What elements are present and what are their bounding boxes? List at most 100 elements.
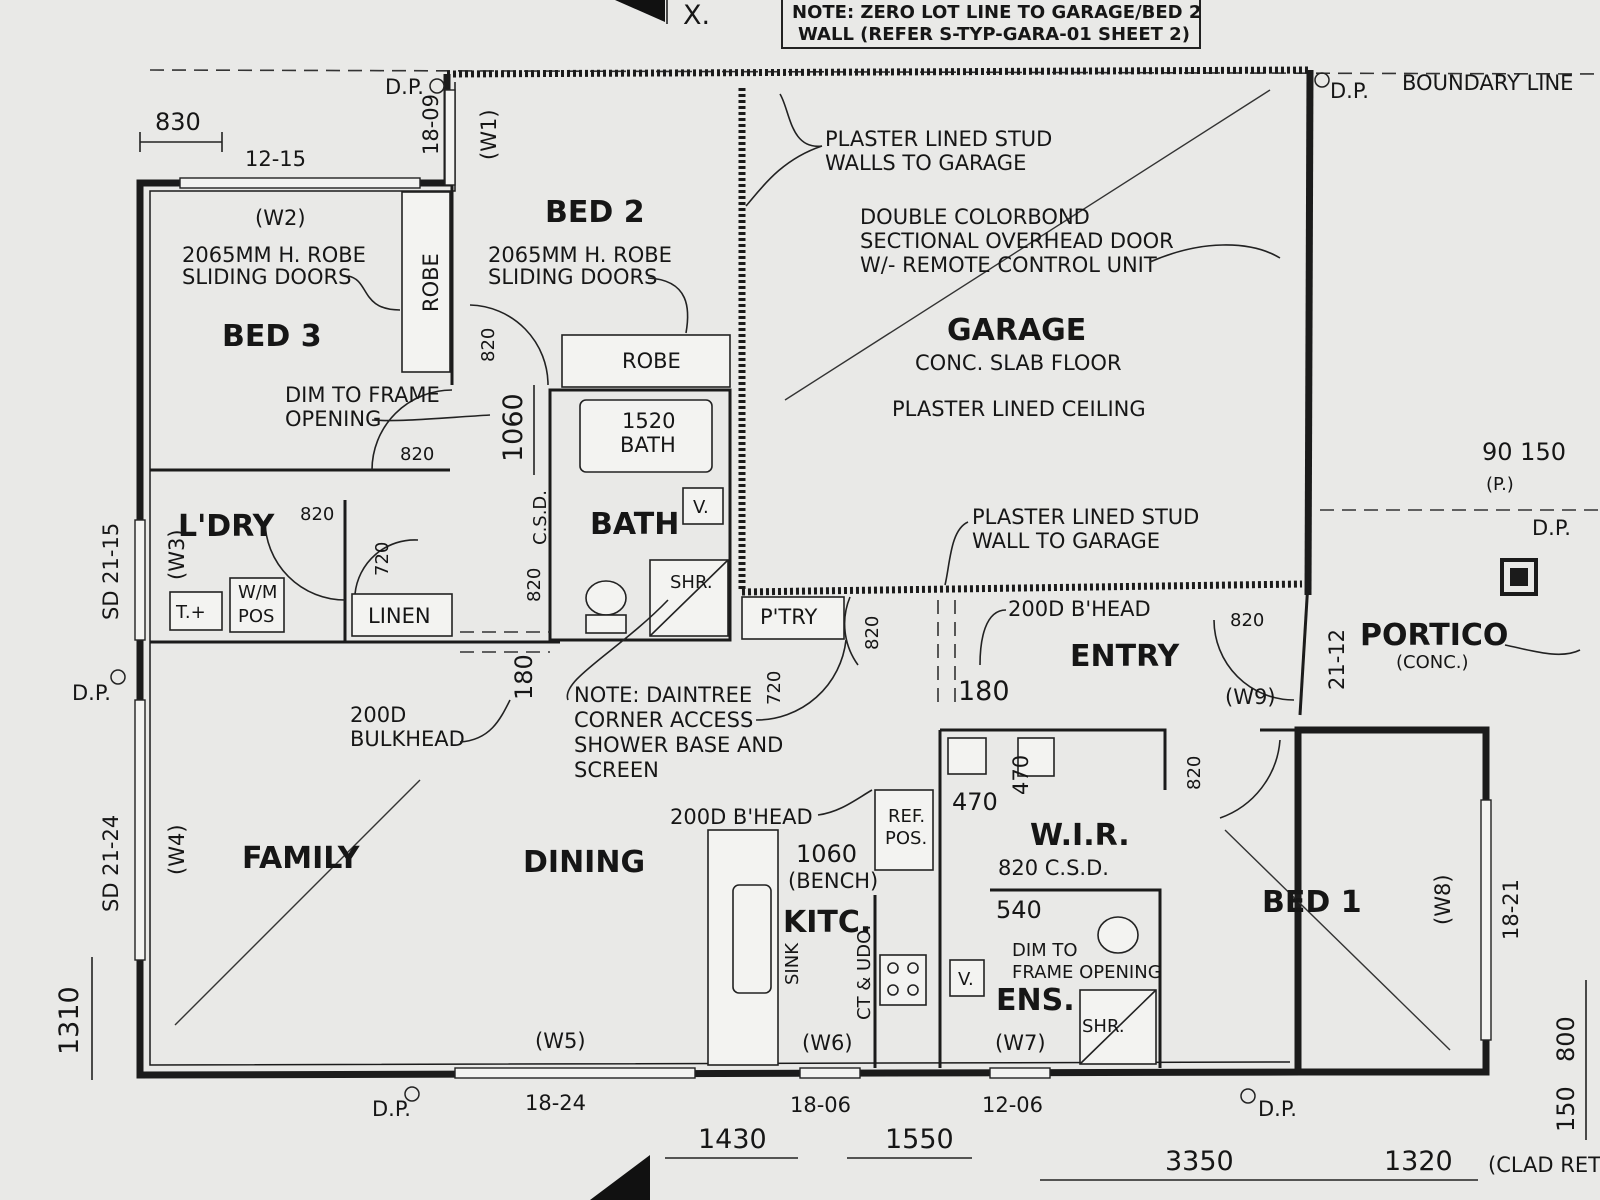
dp-right: D.P. bbox=[1532, 516, 1571, 540]
room-kitchen: KITC. bbox=[783, 905, 871, 940]
dim-90-150: 90 150 bbox=[1482, 438, 1566, 466]
note-daintree-4: SCREEN bbox=[574, 758, 659, 782]
room-laundry: L'DRY bbox=[178, 509, 276, 544]
note-colorbond-1: DOUBLE COLORBOND bbox=[860, 205, 1090, 229]
note-plaster-walls-2: WALLS TO GARAGE bbox=[825, 151, 1026, 175]
dim-720-linen: 720 bbox=[372, 542, 393, 576]
note-dim-frame-1: DIM TO FRAME bbox=[285, 383, 440, 407]
bath-toilet-cistern bbox=[585, 614, 627, 634]
note-robe-vertical: ROBE bbox=[419, 253, 443, 312]
window-w9: (W9) bbox=[1225, 685, 1276, 709]
note-bhead-entry: 200D B'HEAD bbox=[1008, 597, 1151, 621]
dim-1806: 18-06 bbox=[790, 1093, 851, 1117]
leader-bhead-kitchen bbox=[817, 789, 873, 816]
north-arrow-mark bbox=[615, 0, 665, 22]
window-w6-glass bbox=[799, 1067, 861, 1079]
dim-1206: 12-06 bbox=[982, 1093, 1043, 1117]
dim-820-bath: 820 bbox=[524, 568, 545, 602]
window-w3: (W3) bbox=[165, 529, 189, 580]
leader-daintree bbox=[566, 599, 669, 701]
dim-470-b: 470 bbox=[1009, 755, 1033, 795]
note-shr: SHR. bbox=[670, 572, 713, 593]
dim-820-bed2: 820 bbox=[478, 328, 499, 362]
note-line-2: WALL (REFER S-TYP-GARA-01 SHEET 2) bbox=[798, 24, 1190, 45]
bath-toilet bbox=[585, 580, 627, 616]
room-family: FAMILY bbox=[242, 841, 361, 876]
dim-1310: 1310 bbox=[54, 986, 85, 1055]
note-colorbond-3: W/- REMOTE CONTROL UNIT bbox=[860, 253, 1157, 277]
section-mark bbox=[590, 1155, 650, 1200]
note-ref-2: POS. bbox=[885, 828, 927, 849]
room-wir: W.I.R. bbox=[1030, 818, 1130, 853]
door-linen bbox=[354, 539, 419, 595]
dim-180-dining: 180 bbox=[510, 654, 538, 700]
note-bulkhead-2: BULKHEAD bbox=[350, 727, 465, 751]
leader-plaster-walls bbox=[745, 93, 823, 207]
dp-top-right: D.P. bbox=[1330, 79, 1369, 103]
dim-3350: 3350 bbox=[1165, 1146, 1234, 1177]
bed3-robe bbox=[401, 191, 451, 373]
dp-left-marker bbox=[110, 669, 126, 685]
dim-sd2124: SD 21-24 bbox=[99, 815, 123, 912]
dim-1430: 1430 bbox=[698, 1124, 767, 1155]
cooktop bbox=[879, 954, 927, 1006]
leader-colorbond bbox=[1149, 244, 1281, 263]
note-wir-csd: 820 C.S.D. bbox=[998, 856, 1109, 880]
note-daintree-2: CORNER ACCESS bbox=[574, 708, 753, 732]
dim-720-ptry: 720 bbox=[764, 671, 785, 705]
note-tub: T.+ bbox=[175, 602, 206, 623]
note-ens-dim-1: DIM TO bbox=[1012, 940, 1078, 961]
fridge-position bbox=[874, 789, 934, 871]
dim-1824: 18-24 bbox=[525, 1091, 586, 1115]
leader-portico bbox=[1504, 644, 1581, 656]
dp-top-left: D.P. bbox=[385, 75, 424, 99]
note-ens-dim-2: FRAME OPENING bbox=[1012, 962, 1162, 983]
room-dining: DINING bbox=[523, 845, 645, 880]
leader-bed2-robe bbox=[647, 277, 689, 334]
note-bed2-robe-1: 2065MM H. ROBE bbox=[488, 243, 672, 267]
window-w3-glass bbox=[134, 519, 146, 641]
garage-rear-stud-wall bbox=[741, 580, 1303, 596]
wir-shelf-1 bbox=[947, 737, 987, 775]
note-daintree-3: SHOWER BASE AND bbox=[574, 733, 783, 757]
room-ensuite: ENS. bbox=[996, 983, 1075, 1018]
door-pantry bbox=[843, 596, 859, 666]
window-w5-glass bbox=[454, 1067, 696, 1079]
note-wm-2: POS bbox=[238, 606, 274, 627]
wir-top-wall bbox=[940, 728, 1167, 790]
leader-bhead-entry bbox=[979, 609, 1007, 666]
dim-2112: 21-12 bbox=[1325, 629, 1349, 690]
note-bed3-robe-1: 2065MM H. ROBE bbox=[182, 243, 366, 267]
dim-1821: 18-21 bbox=[1499, 879, 1523, 940]
note-line-1: NOTE: ZERO LOT LINE TO GARAGE/BED 2 bbox=[792, 2, 1201, 23]
outer-wall-garage-right bbox=[1304, 69, 1314, 596]
cooktop-burner bbox=[887, 962, 899, 974]
portico-post bbox=[1500, 558, 1538, 596]
note-daintree-1: NOTE: DAINTREE bbox=[574, 683, 752, 707]
dim-820-bed1: 820 bbox=[1184, 756, 1205, 790]
note-colorbond-2: SECTIONAL OVERHEAD DOOR bbox=[860, 229, 1174, 253]
dim-150: 150 bbox=[1552, 1086, 1580, 1132]
note-bench-2: (BENCH) bbox=[788, 869, 878, 893]
dp-left: D.P. bbox=[72, 681, 111, 705]
dim-800: 800 bbox=[1552, 1016, 1580, 1062]
note-bench-1: 1060 bbox=[796, 840, 857, 868]
dim-820-bed3: 820 bbox=[400, 444, 434, 465]
note-bath-tub-1: 1520 bbox=[622, 409, 675, 433]
dim-820-ldry: 820 bbox=[300, 504, 334, 525]
linen-cupboard bbox=[351, 593, 453, 637]
note-clad: (CLAD RET bbox=[1488, 1153, 1600, 1177]
window-w6: (W6) bbox=[802, 1031, 853, 1055]
dp-top-left-marker bbox=[429, 78, 445, 94]
window-w7-glass bbox=[989, 1067, 1051, 1079]
bed1-diagonal bbox=[1224, 829, 1451, 1051]
door-ptry-2 bbox=[755, 639, 847, 721]
dim-830: 830 bbox=[155, 108, 201, 136]
ensuite-wall bbox=[990, 888, 1162, 1068]
kitchen-sink bbox=[732, 884, 772, 994]
note-wm-1: W/M bbox=[238, 582, 277, 603]
note-sink: SINK bbox=[782, 942, 803, 985]
cooktop-burner-2 bbox=[907, 962, 919, 974]
room-bed3: BED 3 bbox=[222, 319, 322, 354]
